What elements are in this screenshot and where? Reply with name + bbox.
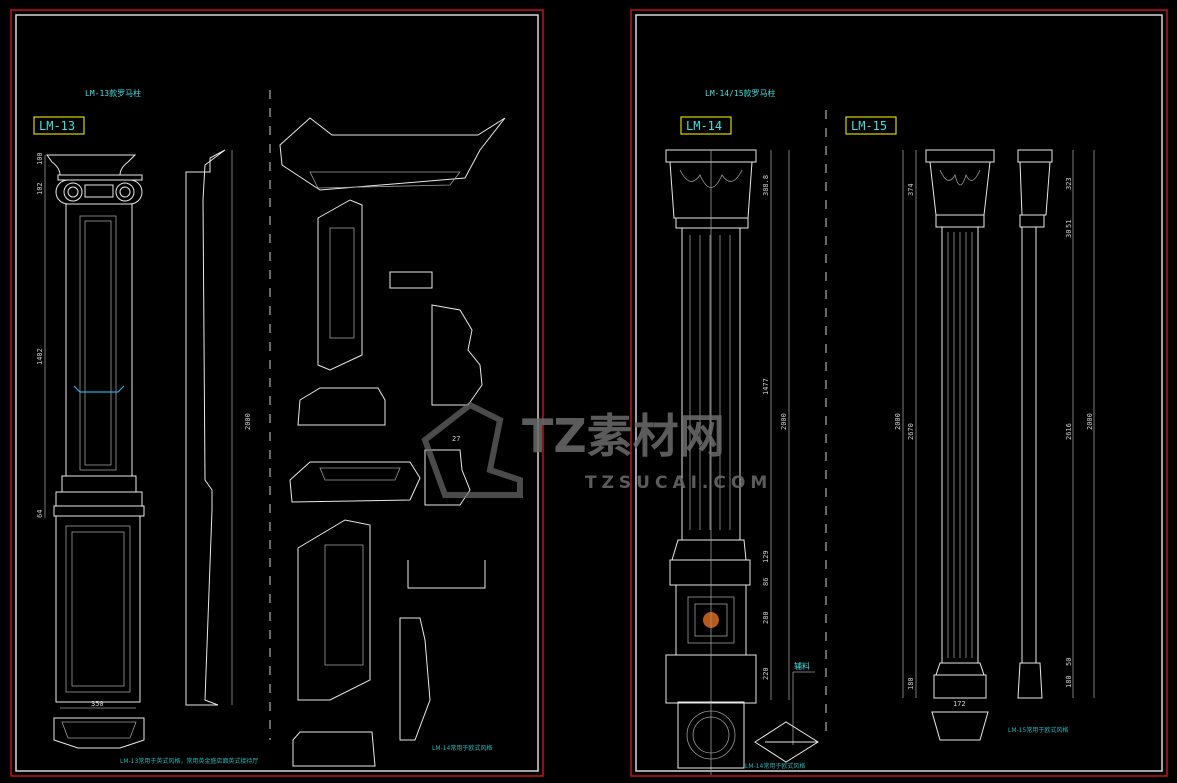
dim-lm13-base: 64	[36, 510, 44, 518]
lm14-plan-view	[677, 701, 745, 769]
note-lm13: LM-13常用于英式风格，常用英金盛店面英式接待厅	[120, 757, 258, 765]
dim-lm15-side-base-b: 180	[1065, 675, 1073, 688]
dim-lm15-base: 180	[907, 677, 915, 690]
dim-lm15-side-shaft: 2616	[1065, 423, 1073, 440]
watermark-url: TZSUCAI.COM	[585, 473, 772, 493]
dim-lm14-base1: 129	[762, 550, 770, 563]
watermark-logo-icon	[421, 401, 523, 498]
lm14-material-label: 辅料	[794, 661, 810, 671]
lm13-side-profile	[185, 149, 233, 706]
lm13-part-block	[297, 387, 386, 426]
dim-lm15-side-capital: 323	[1065, 177, 1073, 190]
dim-lm14-base3: 280	[762, 611, 770, 624]
lm13-part-capital-3d	[279, 117, 506, 191]
lm13-part-block-2	[292, 731, 376, 767]
dim-lm14-total: 2000	[780, 413, 788, 430]
dim-profile-width: 27	[452, 435, 460, 443]
lm15-column-elevation	[925, 149, 995, 741]
dim-lm13-total: 2000	[244, 413, 252, 430]
note-lm14: LM-14常用于欧式风格	[745, 762, 805, 770]
lm13-part-profile-a	[431, 304, 483, 406]
dim-lm14-plinth: 220	[762, 667, 770, 680]
dim-lm14-base2: 86	[762, 578, 770, 586]
dim-lm14-capital: 388.8	[762, 175, 770, 196]
tag-lm15: LM-15	[845, 116, 897, 135]
note-lm15: LM-15常用于欧式风格	[1008, 726, 1068, 734]
dim-lm15-side-base-a: 50	[1065, 658, 1073, 666]
lm13-part-profile-b	[424, 449, 471, 506]
tag-lm14: LM-14	[680, 116, 732, 135]
dim-lm13-volute: 102	[36, 182, 44, 195]
lm14-leader-line	[792, 671, 815, 745]
lm13-part-base-3d	[289, 461, 421, 503]
sheet-title-left: LM-13款罗马柱	[85, 88, 141, 98]
dim-lm15-side-total: 2000	[1086, 413, 1094, 430]
tag-lm13: LM-13	[33, 116, 85, 135]
lm13-part-panel-3d	[317, 199, 363, 371]
svg-text:LM-13: LM-13	[39, 119, 75, 133]
dim-lm13-width: 350	[91, 700, 104, 708]
lm15-side-elevation	[1017, 149, 1095, 699]
lm13-column-elevation	[44, 154, 145, 709]
sheet-left-frame	[10, 9, 544, 777]
dim-lm15-shaft: 2670	[907, 423, 915, 440]
svg-text:LM-14: LM-14	[686, 119, 722, 133]
svg-text:LM-15: LM-15	[851, 119, 887, 133]
lm13-part-channel	[389, 271, 433, 289]
sheet-right-frame	[630, 9, 1168, 777]
lm13-part-channel-2	[407, 560, 486, 589]
lm13-part-profile-c	[399, 617, 431, 741]
watermark-brand: TZ素材网	[522, 409, 725, 463]
lm14-dimension-lines	[770, 150, 790, 700]
lm15-dimension-lines	[902, 150, 917, 698]
dim-lm13-shaft: 1402	[36, 348, 44, 365]
lm14-column-elevation	[665, 149, 757, 775]
dim-lm14-shaft: 1477	[762, 378, 770, 395]
sheet-title-right: LM-14/15款罗马柱	[705, 88, 776, 98]
note-lm14-left: LM-14常用于欧式风格	[432, 744, 492, 752]
lm14-diamond-section	[754, 721, 819, 763]
lm13-part-pedestal-3d	[297, 519, 371, 701]
watermark: TZ素材网 TZSUCAI.COM	[421, 401, 772, 498]
dim-lm15-capital: 374	[907, 183, 915, 196]
lm13-plan-view	[53, 717, 145, 749]
dim-lm15-side-a: 30	[1065, 230, 1073, 238]
dim-lm13-cap-top: 100	[36, 152, 44, 165]
dim-lm15-width: 172	[953, 700, 966, 708]
dim-lm15-total: 2000	[894, 413, 902, 430]
dim-lm15-side-b: 51	[1065, 220, 1073, 228]
